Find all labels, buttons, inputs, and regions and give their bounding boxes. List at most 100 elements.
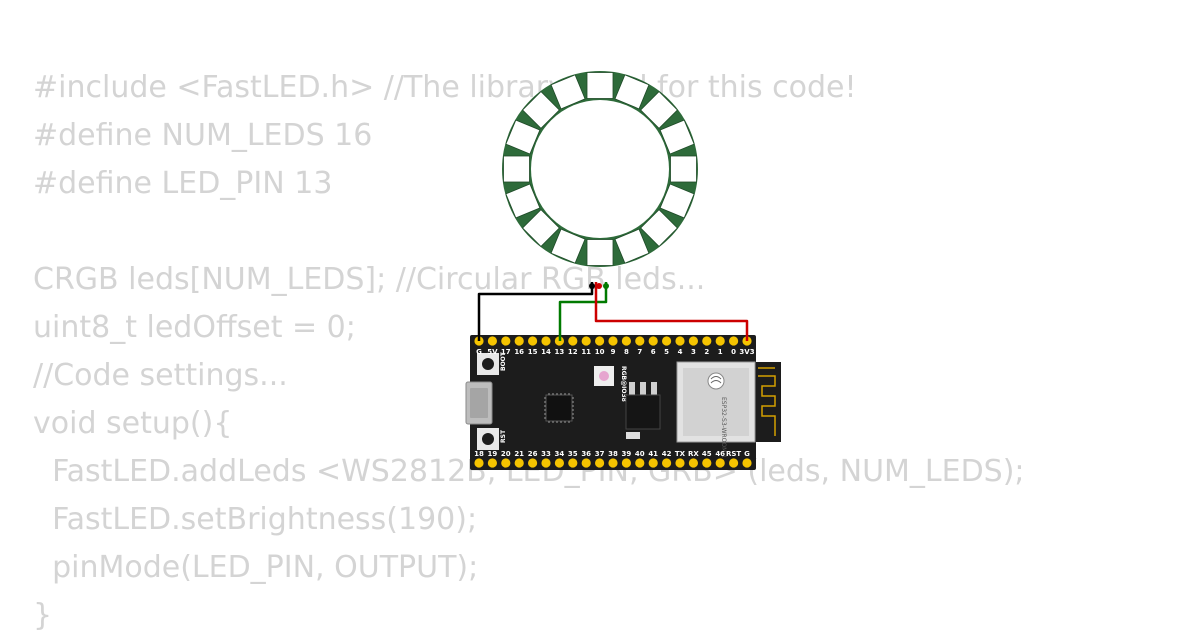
onboard-rgb-led-lens xyxy=(599,371,609,381)
ring-led[interactable] xyxy=(550,228,586,264)
ring-pin-gnd xyxy=(589,283,595,289)
ring-led[interactable] xyxy=(503,155,530,183)
header-pin[interactable] xyxy=(635,336,645,346)
header-pin[interactable] xyxy=(541,336,551,346)
code-line: #define NUM_LEDS 16 xyxy=(33,118,373,153)
header-pin[interactable] xyxy=(501,336,511,346)
header-pin[interactable] xyxy=(487,336,497,346)
header-pin[interactable] xyxy=(662,336,672,346)
boot-button[interactable] xyxy=(482,358,494,370)
header-pin[interactable] xyxy=(621,458,632,468)
pin-label: 6 xyxy=(651,348,656,356)
ring-led[interactable] xyxy=(640,91,678,129)
header-pin[interactable] xyxy=(474,458,484,468)
pin-label: 17 xyxy=(501,348,511,356)
header-pin[interactable] xyxy=(581,336,591,346)
pin-label: 10 xyxy=(595,348,605,356)
header-pin[interactable] xyxy=(528,458,538,468)
ring-led[interactable] xyxy=(659,119,695,155)
header-pin[interactable] xyxy=(541,458,551,468)
header-pin[interactable] xyxy=(702,336,712,346)
ring-led[interactable] xyxy=(522,209,560,247)
wire-vcc[interactable] xyxy=(594,282,749,341)
pin-label: 38 xyxy=(608,450,618,458)
ring-led[interactable] xyxy=(659,183,695,219)
rst-label: RST xyxy=(500,429,507,443)
pin-label: 3V3 xyxy=(739,348,754,356)
header-pin[interactable] xyxy=(729,458,739,468)
header-pin[interactable] xyxy=(715,336,725,346)
pin-label: 1 xyxy=(718,348,723,356)
header-pin[interactable] xyxy=(675,336,685,346)
header-pin[interactable] xyxy=(648,458,658,468)
wire-data[interactable] xyxy=(558,282,608,341)
header-pin[interactable] xyxy=(621,336,632,346)
header-pin[interactable] xyxy=(608,458,618,468)
header-pin[interactable] xyxy=(501,458,511,468)
pin-label: 21 xyxy=(514,450,524,458)
esp32-s3-devkit-board[interactable]: ESP32-S3-WROOM-1 BOOT RST RGB@IO38 xyxy=(465,335,781,470)
ring-led[interactable] xyxy=(505,119,541,155)
espressif-logo-mark xyxy=(710,376,722,384)
header-pin[interactable] xyxy=(595,458,605,468)
ring-led[interactable] xyxy=(640,209,678,247)
pin-label: 42 xyxy=(662,450,672,458)
header-pin[interactable] xyxy=(715,458,725,468)
header-pin[interactable] xyxy=(568,458,578,468)
ring-led[interactable] xyxy=(670,155,697,183)
pin-label: G xyxy=(744,450,750,458)
header-pin[interactable] xyxy=(662,458,672,468)
pin-label: 4 xyxy=(678,348,683,356)
header-pin[interactable] xyxy=(554,458,565,468)
voltage-regulator xyxy=(625,382,661,430)
header-pin[interactable] xyxy=(675,458,685,468)
ring-led[interactable] xyxy=(614,74,650,110)
pin-label: 36 xyxy=(581,450,591,458)
pin-label: G xyxy=(476,348,482,356)
ring-hole xyxy=(531,100,669,238)
pin-label: 35 xyxy=(568,450,578,458)
header-pin[interactable] xyxy=(648,336,658,346)
pin-label: 16 xyxy=(514,348,524,356)
header-pin[interactable] xyxy=(487,458,497,468)
ring-led[interactable] xyxy=(614,228,650,264)
header-pin[interactable] xyxy=(514,458,524,468)
ring-led[interactable] xyxy=(586,239,614,266)
header-pin[interactable] xyxy=(688,458,699,468)
pin-label: 5 xyxy=(664,348,669,356)
code-line: CRGB leds[NUM_LEDS]; //Circular RGB leds… xyxy=(33,262,706,297)
code-line: FastLED.addLeds <WS2812B, LED_PIN, GRB> … xyxy=(33,454,1025,489)
ring-led[interactable] xyxy=(550,74,586,110)
pin-label: TX xyxy=(675,450,686,458)
header-pin[interactable] xyxy=(608,336,618,346)
header-pin[interactable] xyxy=(635,458,645,468)
ring-led[interactable] xyxy=(505,183,541,219)
header-pin[interactable] xyxy=(595,336,605,346)
wire-gnd[interactable] xyxy=(477,282,594,341)
pin-label: 13 xyxy=(555,348,565,356)
ring-led[interactable] xyxy=(586,72,614,99)
header-pin[interactable] xyxy=(688,336,699,346)
header-pin[interactable] xyxy=(702,458,712,468)
header-pin[interactable] xyxy=(514,336,524,346)
pin-label: 5V xyxy=(487,348,498,356)
pin-label: 14 xyxy=(541,348,551,356)
module-label: ESP32-S3-WROOM-1 xyxy=(720,397,727,458)
ring-pin-din xyxy=(603,283,609,289)
header-pin[interactable] xyxy=(729,336,739,346)
reset-button[interactable] xyxy=(482,433,494,445)
usb-bridge-chip xyxy=(544,393,574,423)
header-pin[interactable] xyxy=(568,336,578,346)
antenna-trace xyxy=(758,367,776,436)
neopixel-ring[interactable] xyxy=(502,71,698,267)
pin-label: 3 xyxy=(691,348,696,356)
header-pin[interactable] xyxy=(581,458,591,468)
header-pin[interactable] xyxy=(528,336,538,346)
ring-led[interactable] xyxy=(522,91,560,129)
header-pin[interactable] xyxy=(742,458,752,468)
pin-label: 11 xyxy=(581,348,591,356)
pin-label: 9 xyxy=(611,348,616,356)
